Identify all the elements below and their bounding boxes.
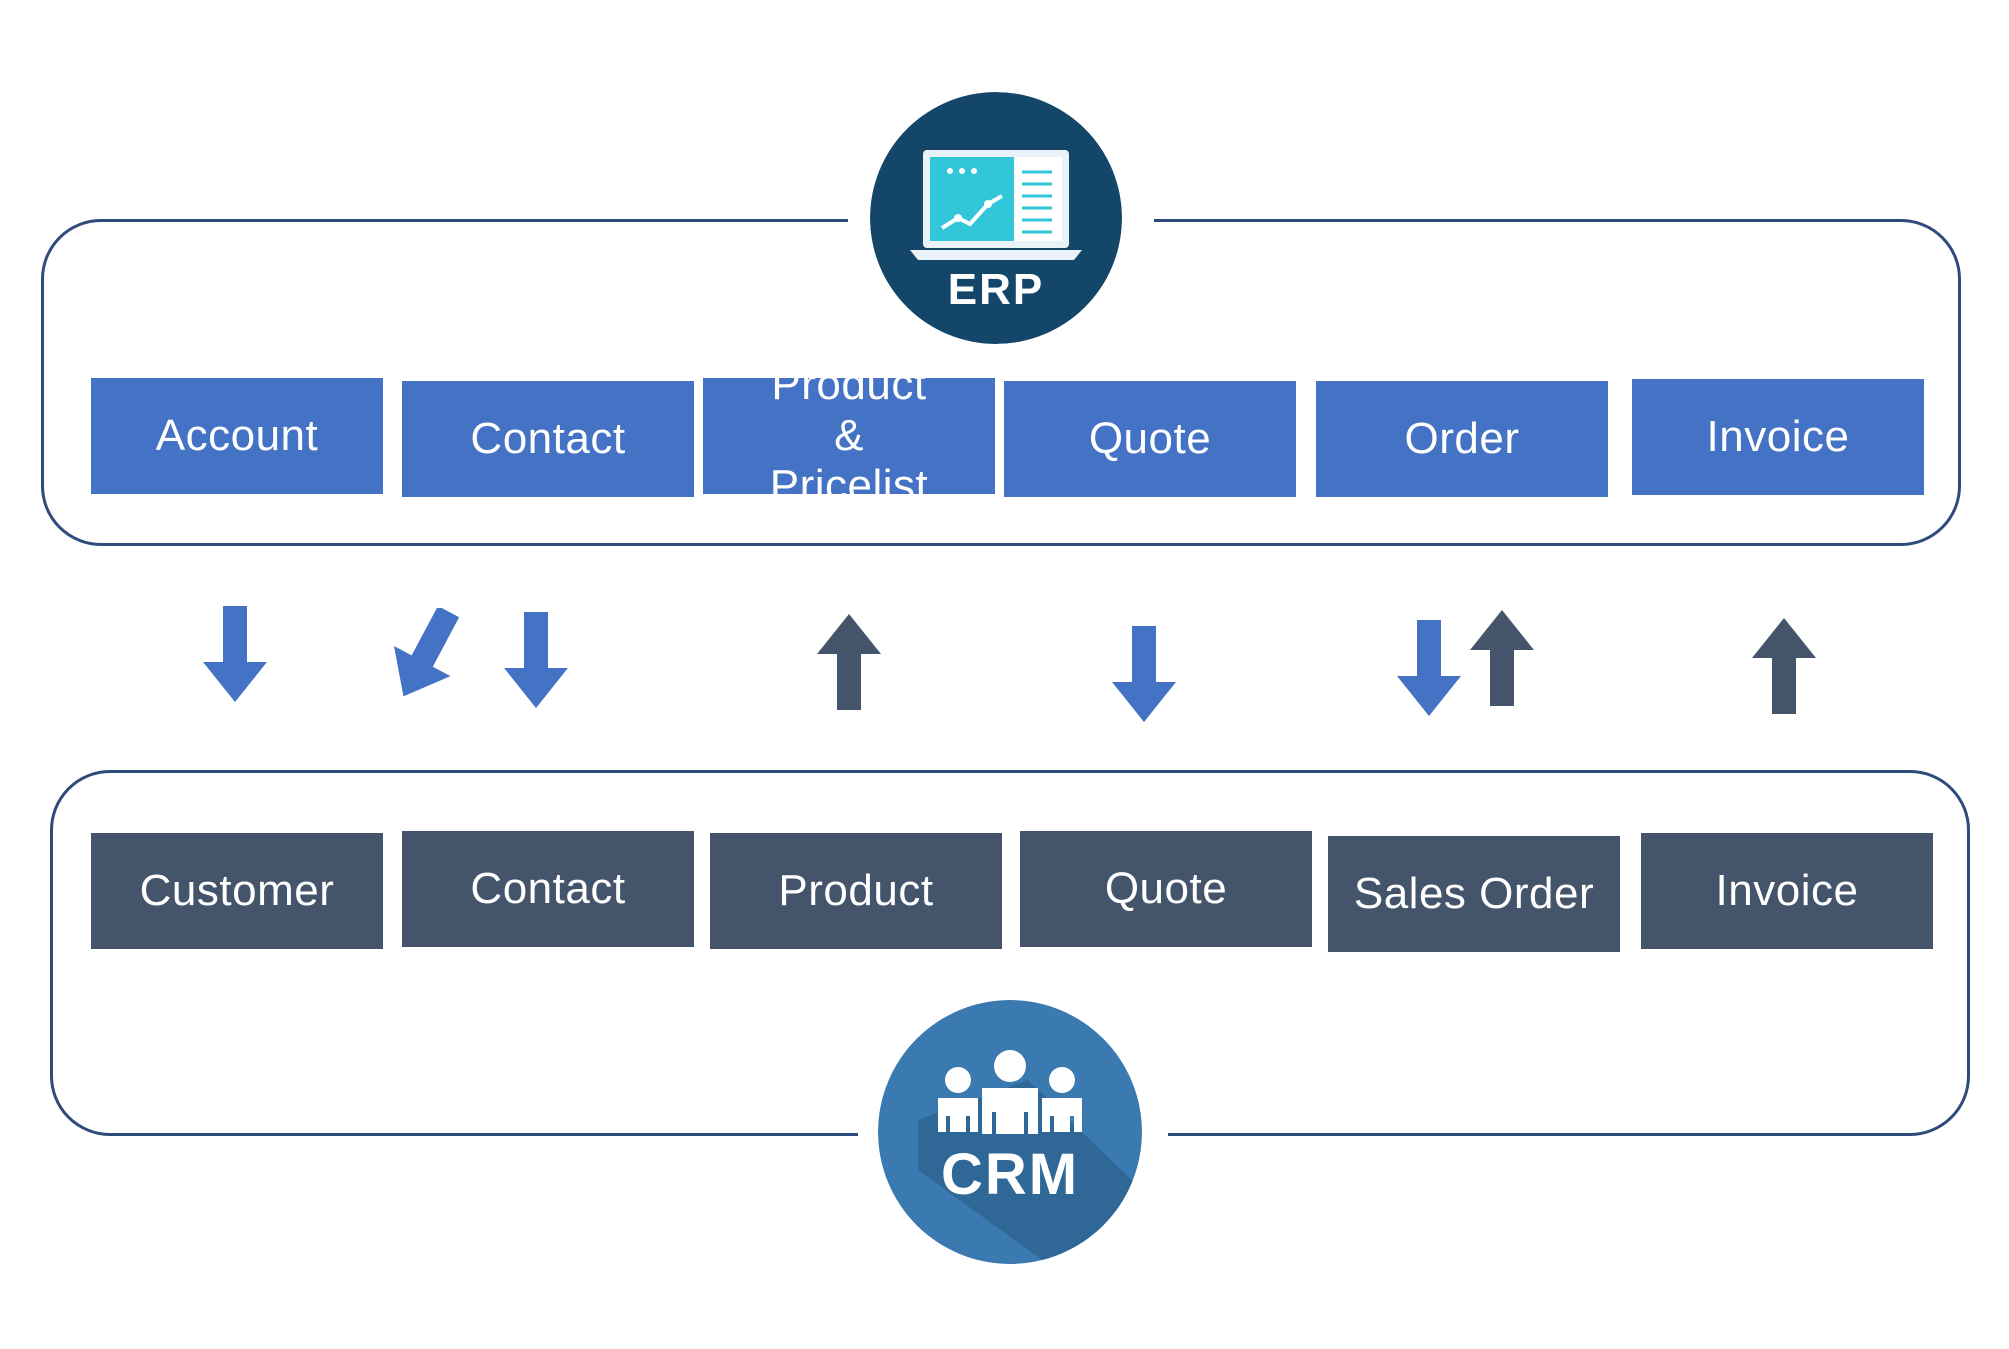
crm-entity-contact: Contact	[402, 831, 694, 947]
crm-entity-invoice: Invoice	[1641, 833, 1933, 949]
erp-entity-contact: Contact	[402, 381, 694, 497]
account-to-contact-arrow	[386, 608, 466, 700]
quote-sync-arrow	[1112, 626, 1176, 722]
erp-laptop-icon: ERP	[870, 92, 1122, 344]
invoice-sync-arrow	[1752, 618, 1816, 714]
crm-entity-customer: Customer	[91, 833, 383, 949]
erp-entity-product-pricelist: Product & Pricelist	[703, 360, 995, 510]
crm-entity-sales-order: Sales Order	[1328, 836, 1620, 952]
svg-text:ERP: ERP	[948, 265, 1044, 314]
erp-entity-order: Order	[1316, 381, 1608, 497]
erp-logo: ERP	[870, 92, 1122, 344]
order-down-arrow	[1397, 620, 1461, 716]
account-to-customer-arrow	[203, 606, 267, 702]
contact-to-contact-arrow	[504, 612, 568, 708]
order-up-arrow	[1470, 610, 1534, 706]
crm-logo: CRM	[878, 1000, 1142, 1264]
erp-entity-quote: Quote	[1004, 381, 1296, 497]
svg-text:CRM: CRM	[941, 1142, 1079, 1207]
erp-entity-invoice: Invoice	[1632, 379, 1924, 495]
erp-entity-account: Account	[91, 378, 383, 494]
product-sync-arrow	[817, 614, 881, 710]
crm-entity-quote: Quote	[1020, 831, 1312, 947]
crm-entity-product: Product	[710, 833, 1002, 949]
crm-people-icon: CRM	[878, 1000, 1142, 1264]
